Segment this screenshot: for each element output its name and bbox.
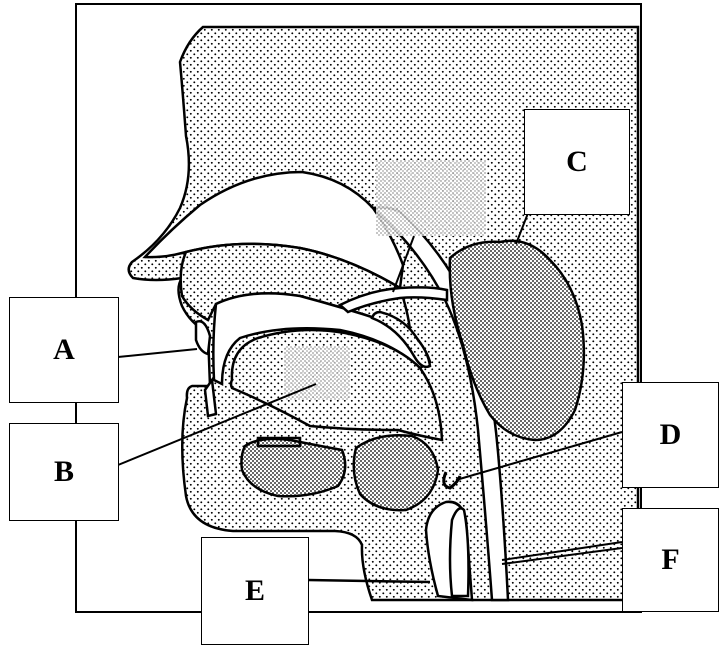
label-box-e: E [201,537,309,645]
label-d: D [660,418,682,452]
label-a: A [53,333,75,367]
tonsil-right [354,435,438,510]
gray-region-lower [284,346,350,400]
label-box-d: D [622,382,719,488]
label-box-c: C [524,109,630,215]
label-b: B [54,455,74,489]
label-e: E [245,574,265,608]
label-box-f: F [622,508,719,612]
epiglottis-lower [450,508,469,596]
label-c: C [566,145,588,179]
label-box-b: B [9,423,119,521]
tonsil-left [241,439,345,496]
gray-region-upper [376,160,486,236]
label-f: F [661,543,679,577]
label-box-a: A [9,297,119,403]
